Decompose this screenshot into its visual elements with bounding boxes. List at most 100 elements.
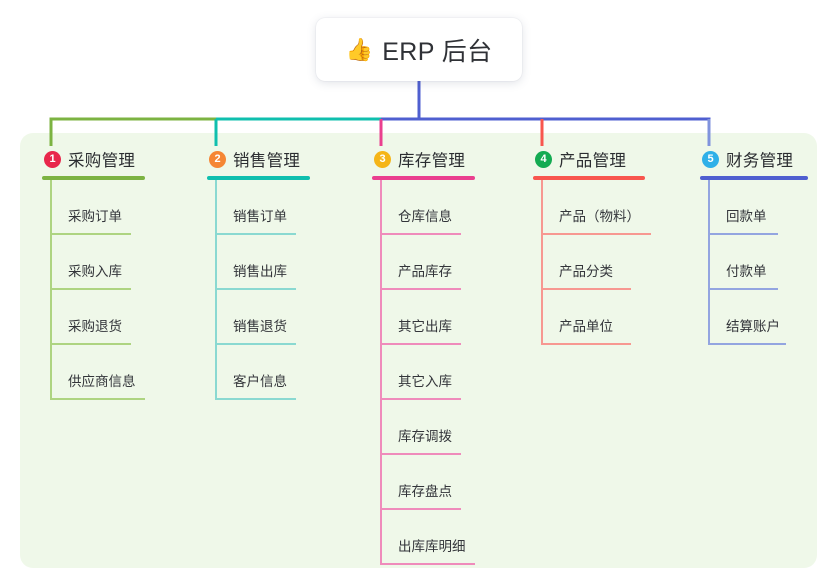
branch-item-underline <box>708 233 778 235</box>
branch-item[interactable]: 库存盘点 <box>372 455 532 510</box>
branch-title-label: 财务管理 <box>726 152 794 170</box>
branch-underline <box>207 176 310 180</box>
branch-item-underline <box>380 288 461 290</box>
branch-item-label: 销售订单 <box>233 209 287 224</box>
branch-item[interactable]: 销售退货 <box>207 290 357 345</box>
branch-item-underline <box>708 343 786 345</box>
branch-item-underline <box>380 343 461 345</box>
branch-item[interactable]: 库存调拨 <box>372 400 532 455</box>
branch-number-badge: 2 <box>209 150 226 168</box>
root-node-card[interactable]: 👍 ERP 后台 <box>316 18 522 81</box>
branch-item-label: 产品（物料） <box>559 209 640 224</box>
branch-title-label: 销售管理 <box>233 152 301 170</box>
branch-title-label: 采购管理 <box>68 152 136 170</box>
branch-items-list: 回款单付款单结算账户 <box>700 180 830 345</box>
branch-item[interactable]: 客户信息 <box>207 345 357 400</box>
branch-item[interactable]: 产品库存 <box>372 235 532 290</box>
branch-item-label: 其它入库 <box>398 374 452 389</box>
branch-number-badge: 3 <box>374 150 391 168</box>
branch-item-label: 客户信息 <box>233 374 287 389</box>
branch-spine-line <box>708 180 710 345</box>
branch-spine-line <box>50 180 52 400</box>
branch-item-underline <box>708 288 778 290</box>
branch-items-list: 产品（物料） 产品分类产品单位 <box>533 180 698 345</box>
branch-item-label: 仓库信息 <box>398 209 452 224</box>
branch-header-1[interactable]: 1 采购管理 <box>42 147 192 171</box>
branch-item-underline <box>380 233 461 235</box>
branch-item-underline <box>215 233 296 235</box>
branch-items-list: 销售订单销售出库销售退货客户信息 <box>207 180 357 400</box>
branch-item[interactable]: 采购退货 <box>42 290 192 345</box>
branch-item-underline <box>50 398 145 400</box>
branch-item[interactable]: 供应商信息 <box>42 345 192 400</box>
branch-column-5: 5 财务管理回款单付款单结算账户 <box>700 147 830 345</box>
branch-item-label: 产品分类 <box>559 264 613 279</box>
branch-column-4: 4 产品管理产品（物料） 产品分类产品单位 <box>533 147 698 345</box>
branch-item-label: 采购订单 <box>68 209 122 224</box>
branch-item-label: 销售退货 <box>233 319 287 334</box>
branch-item-underline <box>50 288 131 290</box>
branch-item[interactable]: 出库库明细 <box>372 510 532 565</box>
branch-item[interactable]: 销售出库 <box>207 235 357 290</box>
branch-item[interactable]: 产品单位 <box>533 290 698 345</box>
branch-item-underline <box>215 343 296 345</box>
branch-item-label: 付款单 <box>726 264 767 279</box>
branch-item[interactable]: 采购入库 <box>42 235 192 290</box>
branch-header-3[interactable]: 3 库存管理 <box>372 147 532 171</box>
branch-item[interactable]: 付款单 <box>700 235 830 290</box>
branch-column-3: 3 库存管理仓库信息产品库存其它出库其它入库库存调拨库存盘点出库库明细 <box>372 147 532 565</box>
branch-item-underline <box>380 398 461 400</box>
branch-item-label: 产品库存 <box>398 264 452 279</box>
branch-item-underline <box>541 343 631 345</box>
branch-item-label: 出库库明细 <box>398 539 466 554</box>
branch-item-label: 其它出库 <box>398 319 452 334</box>
branch-underline <box>700 176 808 180</box>
branch-item[interactable]: 回款单 <box>700 180 830 235</box>
branch-item[interactable]: 其它出库 <box>372 290 532 345</box>
branch-item[interactable]: 产品分类 <box>533 235 698 290</box>
branch-item-label: 库存盘点 <box>398 484 452 499</box>
branch-item-underline <box>50 233 131 235</box>
branch-item[interactable]: 结算账户 <box>700 290 830 345</box>
branch-item-label: 结算账户 <box>726 319 780 334</box>
branch-column-2: 2 销售管理销售订单销售出库销售退货客户信息 <box>207 147 357 400</box>
branch-underline <box>533 176 645 180</box>
branch-item[interactable]: 产品（物料） <box>533 180 698 235</box>
thumbs-up-icon: 👍 <box>345 36 374 62</box>
branch-item-underline <box>380 453 461 455</box>
branch-header-2[interactable]: 2 销售管理 <box>207 147 357 171</box>
branch-items-list: 仓库信息产品库存其它出库其它入库库存调拨库存盘点出库库明细 <box>372 180 532 565</box>
branch-item[interactable]: 销售订单 <box>207 180 357 235</box>
branch-item-label: 库存调拨 <box>398 429 452 444</box>
branch-underline <box>372 176 475 180</box>
branch-column-1: 1 采购管理采购订单采购入库采购退货供应商信息 <box>42 147 192 400</box>
branch-item[interactable]: 其它入库 <box>372 345 532 400</box>
diagram-background-panel <box>20 133 817 568</box>
branch-item-underline <box>215 398 296 400</box>
root-node-label: ERP 后台 <box>382 37 493 66</box>
branch-item-underline <box>541 288 631 290</box>
branch-item-underline <box>541 233 651 235</box>
branch-item-underline <box>380 563 475 565</box>
branch-item[interactable]: 采购订单 <box>42 180 192 235</box>
branch-header-4[interactable]: 4 产品管理 <box>533 147 698 171</box>
branch-item-underline <box>50 343 131 345</box>
branch-title-label: 产品管理 <box>559 152 627 170</box>
branch-underline <box>42 176 145 180</box>
branch-spine-line <box>215 180 217 400</box>
branch-item-underline <box>380 508 461 510</box>
branch-item-label: 产品单位 <box>559 319 613 334</box>
branch-items-list: 采购订单采购入库采购退货供应商信息 <box>42 180 192 400</box>
branch-number-badge: 1 <box>44 150 61 168</box>
branch-header-5[interactable]: 5 财务管理 <box>700 147 830 171</box>
branch-number-badge: 4 <box>535 150 552 168</box>
branch-item-label: 销售出库 <box>233 264 287 279</box>
branch-item-label: 供应商信息 <box>68 374 136 389</box>
branch-item[interactable]: 仓库信息 <box>372 180 532 235</box>
branch-number-badge: 5 <box>702 150 719 168</box>
branch-spine-line <box>380 180 382 565</box>
branch-spine-line <box>541 180 543 345</box>
branch-item-label: 采购入库 <box>68 264 122 279</box>
branch-title-label: 库存管理 <box>398 152 466 170</box>
